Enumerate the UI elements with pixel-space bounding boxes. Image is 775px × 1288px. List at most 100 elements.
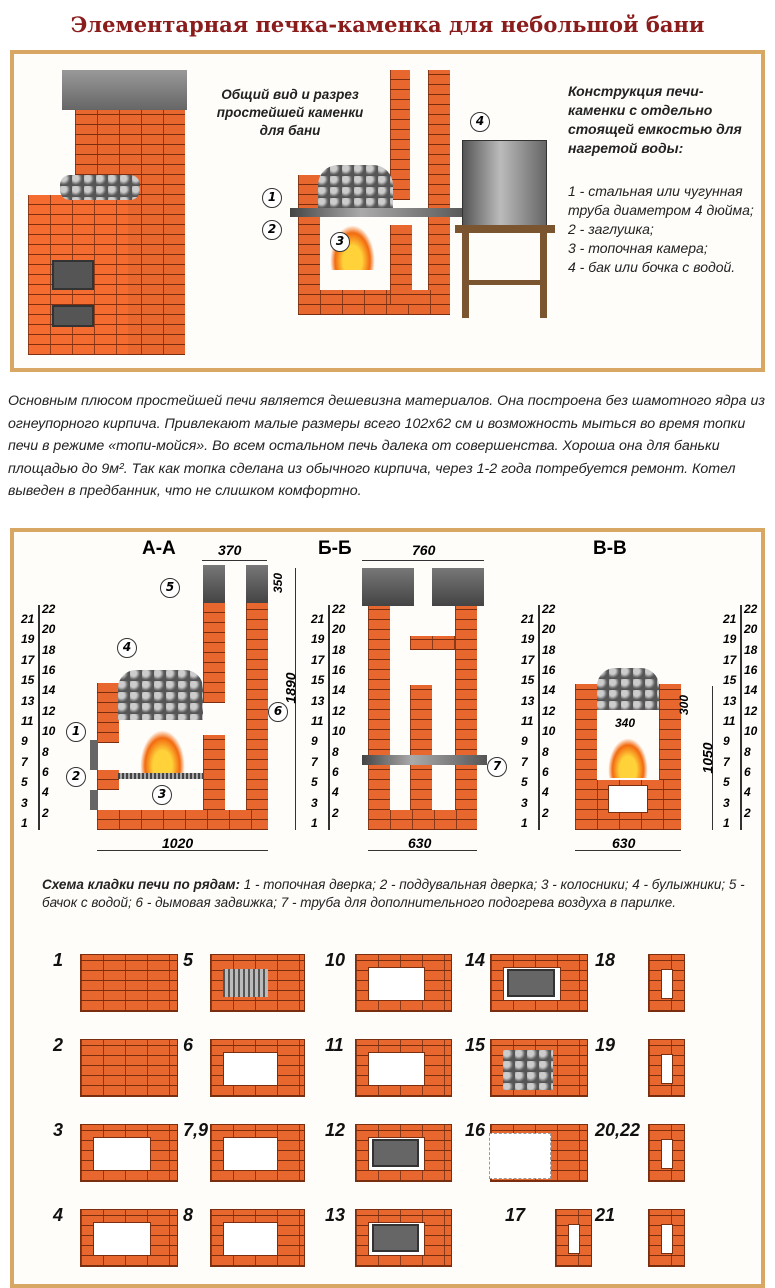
ruler-tick-label: 5	[521, 775, 528, 790]
ruler-tick-label: 17	[21, 652, 35, 667]
ruler-tick-label: 13	[21, 693, 35, 708]
ruler-tick-label: 9	[311, 734, 318, 749]
marker-6: 6	[268, 702, 288, 722]
row-number: 11	[325, 1035, 344, 1055]
scheme-heading: Схема кладки печи по рядам:	[42, 877, 241, 892]
legend-item: 2 - заглушка;	[568, 221, 654, 237]
ruler-tick-label: 6	[542, 765, 549, 779]
ruler-tick-label: 20	[332, 622, 346, 637]
row-plan	[355, 1039, 452, 1097]
ruler-tick-label: 4	[42, 785, 49, 800]
ruler-tick-label: 8	[542, 744, 549, 759]
row-number: 5	[183, 950, 194, 970]
bb-right-wall	[455, 606, 477, 830]
section-chimney-left	[390, 70, 410, 200]
ruler-tick-label: 2	[42, 805, 49, 820]
ruler-tick-label: 3	[311, 795, 318, 810]
description-paragraph: Основным плюсом простейшей печи является…	[8, 393, 765, 499]
ruler-tick-label: 3	[21, 795, 28, 810]
top-caption: Общий вид и разрез простейшей каменки дл…	[216, 87, 364, 138]
air-pipe	[362, 755, 487, 765]
row-number: 21	[595, 1205, 616, 1225]
firebox-opening	[93, 1137, 151, 1171]
row-number: 8	[183, 1205, 194, 1225]
bb-shelf	[410, 636, 455, 650]
ruler-tick-label: 20	[42, 622, 56, 637]
ruler-tick-label: 22	[542, 601, 556, 616]
row-plan	[355, 954, 452, 1012]
marker-1: 1	[262, 188, 282, 208]
bb-base	[368, 810, 477, 830]
grate-icon	[223, 969, 268, 997]
ruler-tick-label: 8	[42, 744, 49, 759]
ruler-tick-label: 1	[311, 816, 318, 830]
ruler-tick-label: 3	[521, 795, 528, 810]
flue-icon	[661, 1224, 673, 1254]
fire-door-icon	[52, 260, 94, 290]
row-plan	[555, 1209, 592, 1267]
tank-left	[362, 568, 414, 606]
row-number: 16	[465, 1120, 486, 1140]
firebox-opening	[223, 1222, 278, 1256]
ruler-tick-label: 10	[542, 724, 556, 739]
dim-760: 760	[412, 542, 436, 558]
ruler-tick-label: 11	[311, 714, 324, 728]
marker-2: 2	[262, 220, 282, 240]
ruler-tick-label: 7	[723, 754, 730, 769]
page-title: Элементарная печка-каменка для небольшой…	[70, 12, 705, 37]
dim-line	[202, 560, 267, 561]
ruler-tick-label: 11	[723, 714, 736, 728]
ruler-tick-label: 22	[332, 601, 346, 616]
ruler-tick-label: 16	[542, 663, 556, 677]
flue-icon	[661, 1139, 673, 1169]
dim-340: 340	[615, 716, 636, 730]
dim-630: 630	[408, 835, 432, 851]
row-number: 17	[505, 1205, 526, 1225]
stool-top	[455, 225, 555, 233]
fire-icon	[140, 730, 185, 775]
fire-door-icon	[90, 740, 98, 770]
row-number: 20,22	[595, 1120, 641, 1140]
ruler-tick-label: 16	[42, 663, 56, 677]
row-number: 1	[53, 950, 64, 970]
section-inner-wall	[390, 225, 412, 305]
aa-base	[97, 810, 268, 830]
dim-1020: 1020	[162, 835, 194, 851]
section-bb-label: Б-Б	[318, 538, 352, 559]
tank-right	[246, 565, 268, 603]
ruler-tick-label: 5	[311, 775, 318, 790]
bb-left-wall	[368, 606, 390, 830]
ruler-tick-label: 10	[744, 724, 758, 739]
ruler-tick-label: 22	[744, 601, 758, 616]
stool-leg	[462, 233, 469, 318]
flue-icon	[661, 969, 673, 999]
ruler-tick-label: 15	[723, 673, 737, 688]
row-ruler	[740, 605, 742, 830]
row-plan	[80, 1124, 178, 1182]
construction-heading: Конструкция печи-каменки с отдельно стоя…	[568, 83, 742, 156]
tank-right	[432, 568, 484, 606]
ruler-tick-label: 7	[311, 754, 318, 769]
tank-icon	[507, 969, 555, 997]
ruler-tick-label: 4	[332, 785, 339, 800]
pebbles-icon	[489, 1133, 551, 1179]
ruler-tick-label: 12	[332, 703, 346, 718]
scheme-caption: Схема кладки печи по рядам: 1 - топочная…	[42, 876, 762, 912]
dim-350: 350	[271, 572, 286, 594]
ruler-tick-label: 21	[723, 612, 737, 626]
ruler-tick-label: 7	[521, 754, 528, 769]
ruler-tick-label: 14	[42, 683, 56, 698]
ruler-tick-label: 10	[332, 724, 346, 739]
ruler-tick-label: 1	[723, 816, 730, 830]
dim-line	[368, 850, 477, 851]
row-plan	[490, 954, 588, 1012]
legend-item: 4 - бак или бочка с водой.	[568, 259, 736, 275]
ruler-tick-label: 15	[521, 673, 535, 688]
aa-front-wall-low	[97, 770, 119, 790]
dim-line	[295, 568, 296, 830]
pipe	[290, 208, 468, 217]
section-stones	[318, 165, 393, 210]
stove-water-tank	[62, 70, 187, 110]
ash-door-icon	[52, 305, 94, 327]
ruler-tick-label: 21	[311, 612, 325, 626]
